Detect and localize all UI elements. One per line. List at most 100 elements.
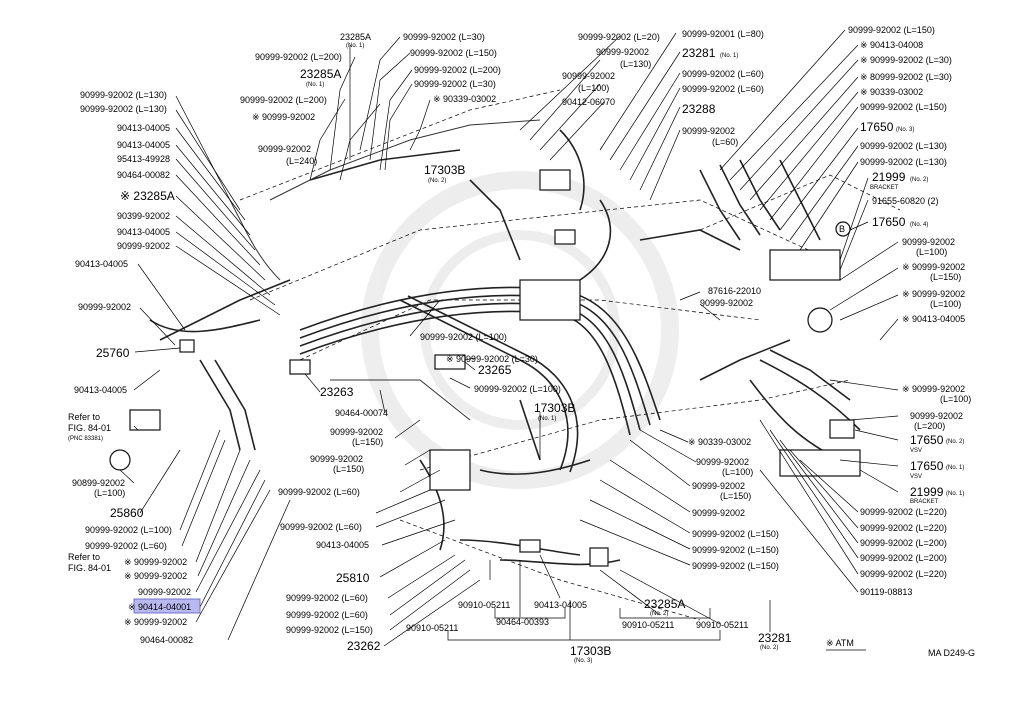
label: 90413-04005 (75, 259, 128, 269)
label: ※ 90999-92002 (902, 384, 965, 394)
label: 25860 (110, 506, 144, 520)
label: 90999-92002 (L=150) (410, 48, 497, 58)
label: 90464-00082 (117, 170, 170, 180)
leader-lines (119, 29, 899, 647)
label: 90413-04005 (117, 123, 170, 133)
label: 90464-00082 (140, 635, 193, 645)
label: 90999-92002 (L=200) (240, 95, 327, 105)
label: BRACKET (870, 185, 899, 191)
label: 90999-92002 (L=60) (286, 593, 368, 603)
label: (No. 3) (574, 658, 592, 664)
block-center (519, 279, 581, 321)
label: 90999-92002 (L=150) (848, 25, 935, 35)
valve-25760 (179, 339, 195, 353)
label: ※ 90413-04008 (860, 40, 923, 50)
label: 90999-92002 (L=200) (860, 538, 947, 548)
label: 90999-92002 (L=200) (255, 52, 342, 62)
label: 17650 (860, 120, 894, 134)
label: (No. 2) (760, 645, 778, 651)
label: (L=200) (914, 421, 945, 431)
label: FIG. 84-01 (68, 563, 111, 573)
label: 90413-04005 (534, 600, 587, 610)
label: ※ 90999-92002 (902, 289, 965, 299)
label: ※ 23285A (120, 189, 175, 203)
label: VSV (910, 448, 922, 454)
labels: 23285A (No. 1) 90999-92002 (L=30) 90999-… (68, 25, 975, 664)
label: 90999-92002 (L=100) (85, 525, 172, 535)
label: VSV (910, 474, 922, 480)
label: 90999-92002 (L=60) (682, 84, 764, 94)
label: 90999-92002 (L=30) (414, 79, 496, 89)
label: 90999-92002 (310, 454, 363, 464)
label: 90999-92002 (902, 237, 955, 247)
valve-bottom (519, 539, 541, 553)
label: ※ 90999-92002 (124, 557, 187, 567)
label: ※ ATM (826, 638, 854, 648)
label: 90999-92002 (696, 457, 749, 467)
label: (No. 2) (946, 439, 964, 445)
label: (L=100) (94, 488, 125, 498)
label: ※ 90999-92002 (L=30) (446, 354, 538, 364)
label: ※ 90999-92002 (902, 262, 965, 272)
label: 90910-05211 (696, 620, 748, 630)
label: 21999 (872, 170, 906, 184)
label: 90999-92002 (L=220) (860, 523, 947, 533)
hose-bundle-main (149, 119, 861, 566)
label: (L=100) (930, 299, 961, 309)
label: 90999-92002 (L=150) (286, 625, 373, 635)
label: FIG. 84-01 (68, 423, 111, 433)
label: 90910-05211 (458, 600, 510, 610)
label: 90119-08813 (860, 587, 912, 597)
label: 25760 (96, 346, 130, 360)
label: ※ 90413-04005 (902, 314, 965, 324)
label: 90910-05211 (622, 620, 674, 630)
label: 90999-92002 (L=100) (474, 384, 561, 394)
label: 17303B (424, 163, 465, 177)
label: 90999-92002 (L=150) (860, 102, 947, 112)
label: 90999-92002 (682, 126, 735, 136)
label: 17303B (570, 644, 611, 658)
label: 17303B (534, 401, 575, 415)
label: 90999-92002 (78, 302, 131, 312)
label: 90999-92002 (L=100) (420, 332, 507, 342)
label: 90999-92002 (L=200) (860, 553, 947, 563)
label: 90999-92002 (L=150) (692, 561, 779, 571)
label: 23265 (478, 363, 512, 377)
label: 90413-04005 (117, 140, 170, 150)
label: 17650 (910, 459, 944, 473)
label: 23262 (347, 639, 381, 653)
label: 17650 (910, 433, 944, 447)
highlight-90414 (133, 598, 201, 614)
label: (L=100) (916, 247, 947, 257)
clip-b-label: B (839, 224, 845, 234)
label: MA D249-G (928, 648, 975, 658)
label: 95413-49928 (117, 154, 170, 164)
label: (L=100) (722, 467, 753, 477)
label: 90999-92002 (L=60) (682, 69, 764, 79)
label: (L=150) (720, 491, 751, 501)
label: 90999-92002 (562, 71, 615, 81)
label: 90999-92002 (L=220) (860, 507, 947, 517)
label: 23288 (682, 102, 716, 116)
valve-25810 (429, 449, 471, 491)
label: 90999-92002 (L=130) (860, 141, 947, 151)
label: (No. 2) (910, 177, 928, 183)
label: 90999-92002 (700, 298, 753, 308)
label: 90464-00393 (496, 617, 549, 627)
label: (No. 2) (650, 611, 668, 617)
label: 90910-05211 (406, 623, 458, 633)
label: 90413-04005 (74, 385, 127, 395)
label: ※ 80999-92002 (L=30) (860, 72, 952, 82)
label: (L=150) (930, 272, 961, 282)
label: (L=100) (940, 394, 971, 404)
label: 17650 (872, 215, 906, 229)
vsv-valve-left (129, 409, 161, 431)
label: Refer to (68, 552, 100, 562)
label: 90999-92002 (L=200) (414, 65, 501, 75)
components (109, 169, 861, 567)
valve-top-mid (554, 229, 576, 245)
label: 90999-92002 (L=60) (85, 541, 167, 551)
label: 23285A (340, 32, 371, 42)
label: 90999-92002 (L=150) (692, 529, 779, 539)
